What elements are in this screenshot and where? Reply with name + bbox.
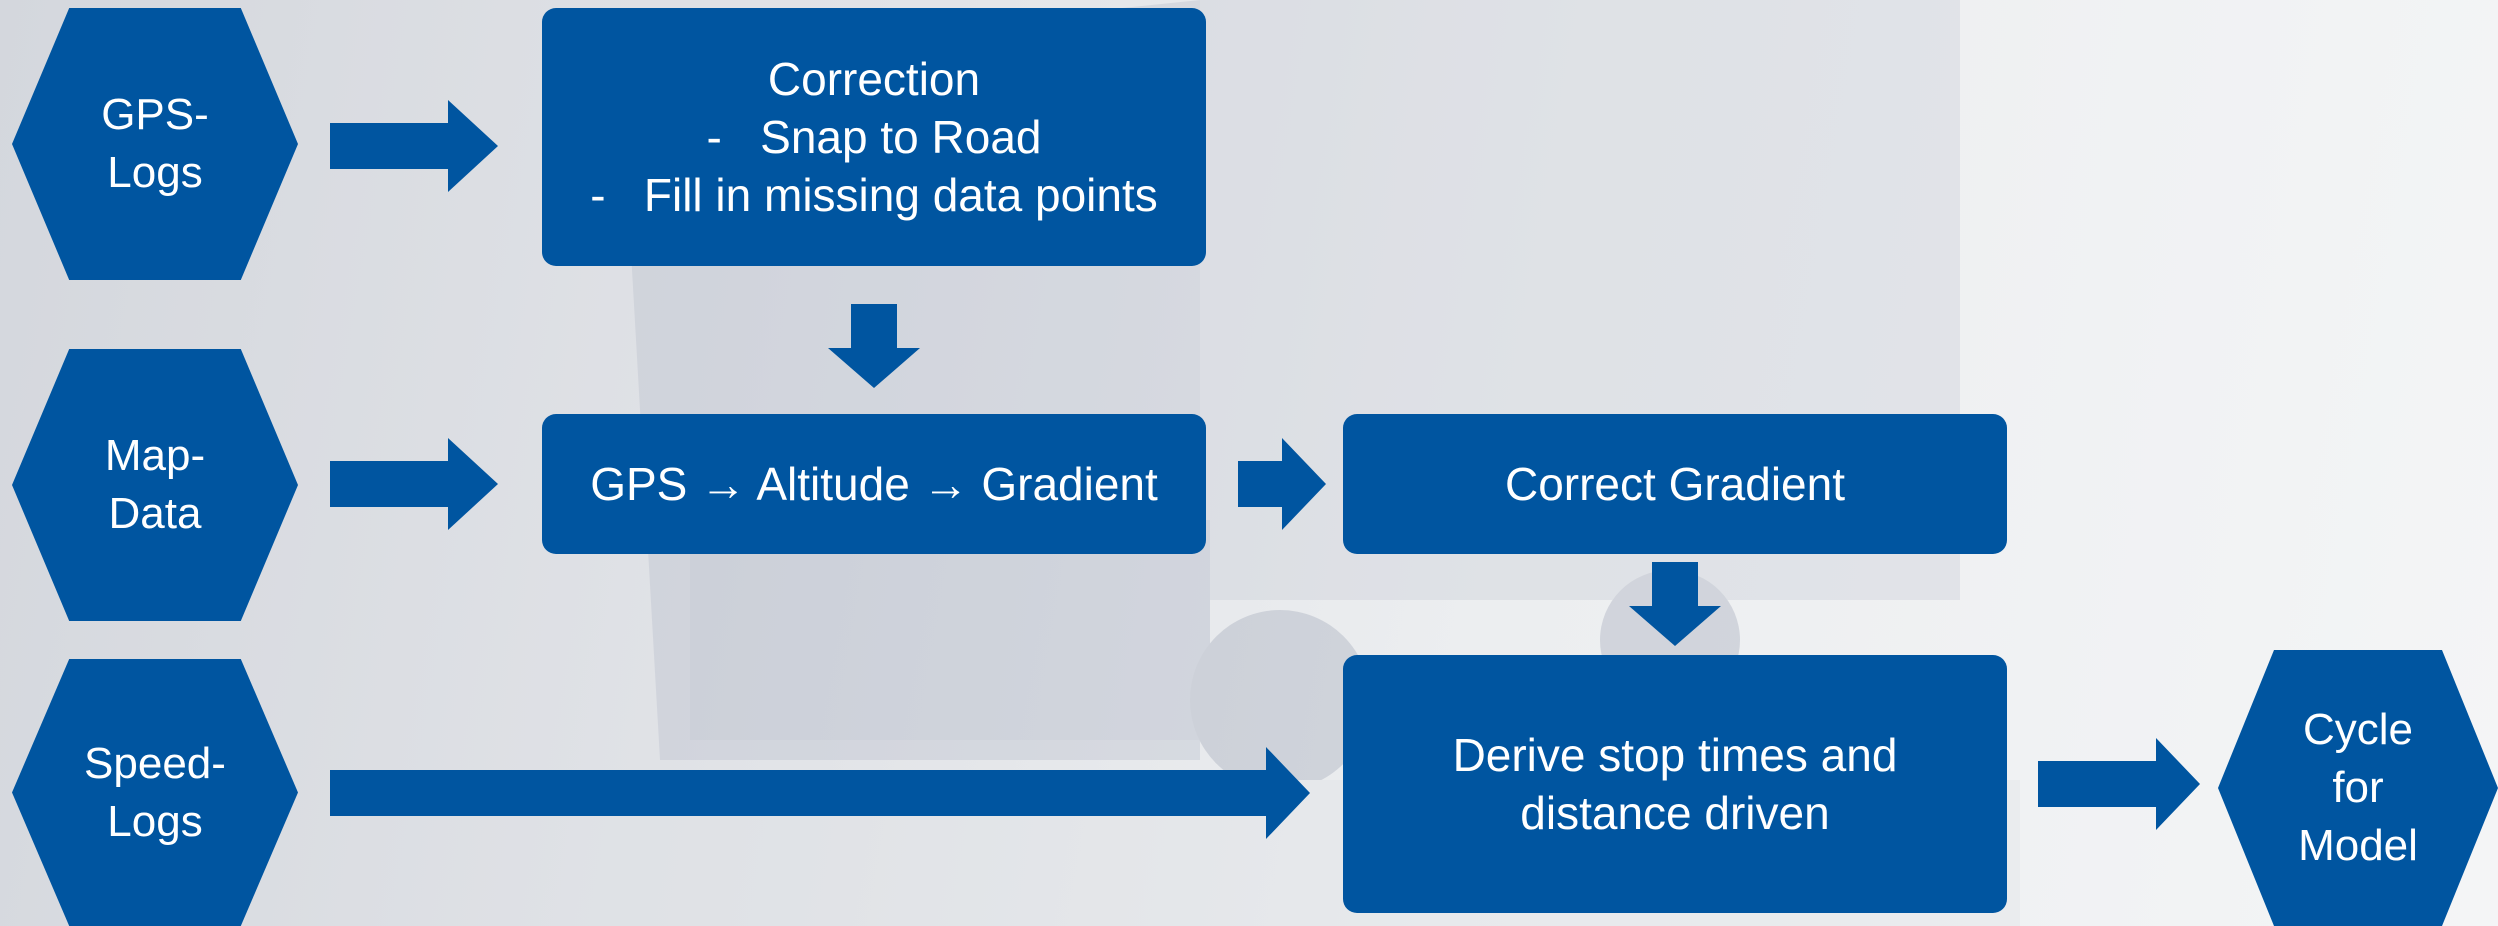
cycle-for-model-hexagon: Cycle for Model [2218,650,2498,926]
derive-line-1: Derive stop times and [1452,729,1898,781]
gradient-box: GPS → Altitude → Gradient [542,414,1206,554]
arrow-gps-to-correction [330,100,498,192]
arrow-map-to-gradient [330,438,498,530]
correct-gradient-box: Correct Gradient [1343,414,2007,554]
correction-box: Correction - Snap to Road - Fill in miss… [542,8,1206,266]
arrow-correction-to-gradient [828,304,920,388]
gps-logs-label: GPS- Logs [101,90,209,197]
speed-logs-label: Speed- Logs [84,738,226,846]
map-data-hexagon: Map- Data [12,349,298,621]
correction-item-snap: - Snap to Road [706,111,1042,163]
arrow-gradient-to-correct [1238,438,1326,530]
correction-item-fill: - Fill in missing data points [590,169,1158,221]
gps-logs-hexagon: GPS- Logs [12,8,298,280]
arrow-correct-gradient-to-derive [1629,562,1721,646]
speed-logs-hexagon: Speed- Logs [12,659,298,926]
map-data-label: Map- Data [104,431,206,538]
arrow-speed-to-derive [330,747,1310,839]
derive-box: Derive stop times and distance driven [1343,655,2007,913]
correct-gradient-label: Correct Gradient [1504,458,1845,510]
cycle-for-model-label: Cycle for Model [2298,705,2418,870]
derive-line-2: distance driven [1520,787,1830,839]
arrow-derive-to-cycle [2038,738,2200,830]
correction-title: Correction [767,53,981,105]
gradient-label: GPS → Altitude → Gradient [590,458,1158,510]
